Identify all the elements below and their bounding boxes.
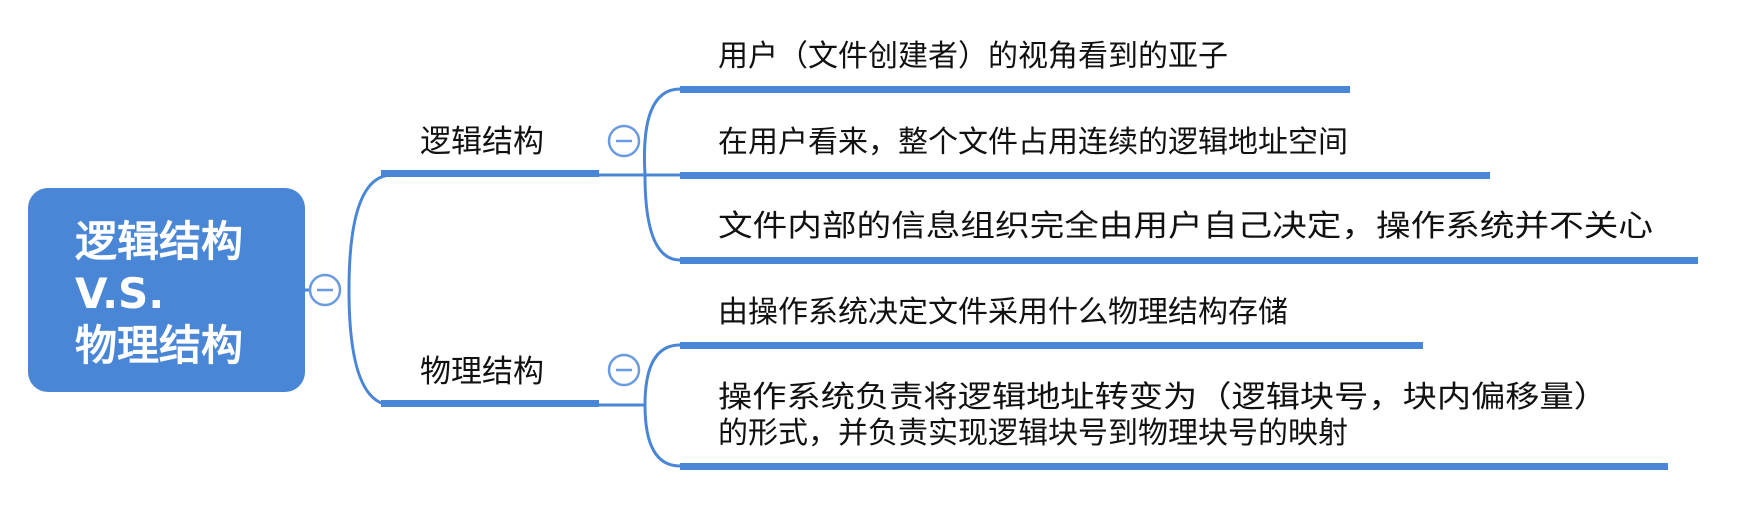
leaf-node[interactable]: 用户（文件创建者）的视角看到的亚子 (680, 39, 1350, 93)
root-connector-logical (347, 173, 393, 291)
branch-collapse-toggle-logical[interactable] (607, 124, 641, 158)
root-title-line-1: 逻辑结构 (75, 217, 243, 266)
root-collapse-toggle[interactable] (308, 273, 342, 307)
leaf-text: 在用户看来，整个文件占用连续的逻辑地址空间 (718, 125, 1348, 160)
branch-collapse-toggle-physical[interactable] (607, 353, 641, 387)
leaf-text: 用户（文件创建者）的视角看到的亚子 (718, 39, 1228, 74)
branch-connectors-physical (643, 343, 681, 468)
leaf-underline (680, 86, 1350, 93)
leaf-connector (643, 174, 681, 262)
leaf-node[interactable]: 在用户看来，整个文件占用连续的逻辑地址空间 (680, 125, 1490, 179)
leaf-connector (642, 87, 681, 176)
leaf-underline (680, 172, 1490, 179)
root-title-line-3: 物理结构 (75, 321, 243, 370)
branch-connectors-logical (642, 87, 681, 262)
leaf-node[interactable]: 由操作系统决定文件采用什么物理结构存储 (680, 295, 1423, 349)
root-connector-physical (347, 289, 393, 407)
branch-node-physical[interactable]: 物理结构 (381, 354, 645, 407)
leaf-text: 文件内部的信息组织完全由用户自己决定，操作系统并不关心 (718, 209, 1653, 244)
leaf-text: 由操作系统决定文件采用什么物理结构存储 (718, 295, 1288, 330)
branch-label-physical: 物理结构 (420, 354, 544, 390)
branch-label-logical: 逻辑结构 (420, 124, 544, 160)
root-node[interactable]: 逻辑结构 V.S. 物理结构 (28, 188, 305, 392)
branch-underline (381, 170, 599, 177)
leaf-underline (680, 463, 1668, 470)
root-box (28, 188, 305, 392)
leaf-node[interactable]: 操作系统负责将逻辑地址转变为（逻辑块号，块内偏移量） 的形式，并负责实现逻辑块号… (680, 380, 1668, 470)
leaf-node[interactable]: 文件内部的信息组织完全由用户自己决定，操作系统并不关心 (680, 209, 1698, 264)
leaf-text-line-1: 操作系统负责将逻辑地址转变为（逻辑块号，块内偏移量） (718, 380, 1608, 415)
root-title-line-2: V.S. (75, 269, 164, 318)
leaf-connector (643, 404, 681, 468)
leaf-underline (680, 342, 1423, 349)
leaf-text-line-2: 的形式，并负责实现逻辑块号到物理块号的映射 (718, 416, 1348, 451)
leaf-underline (680, 257, 1698, 264)
branch-underline (381, 400, 599, 407)
branch-node-logical[interactable]: 逻辑结构 (381, 124, 645, 177)
leaf-connector (643, 343, 681, 406)
